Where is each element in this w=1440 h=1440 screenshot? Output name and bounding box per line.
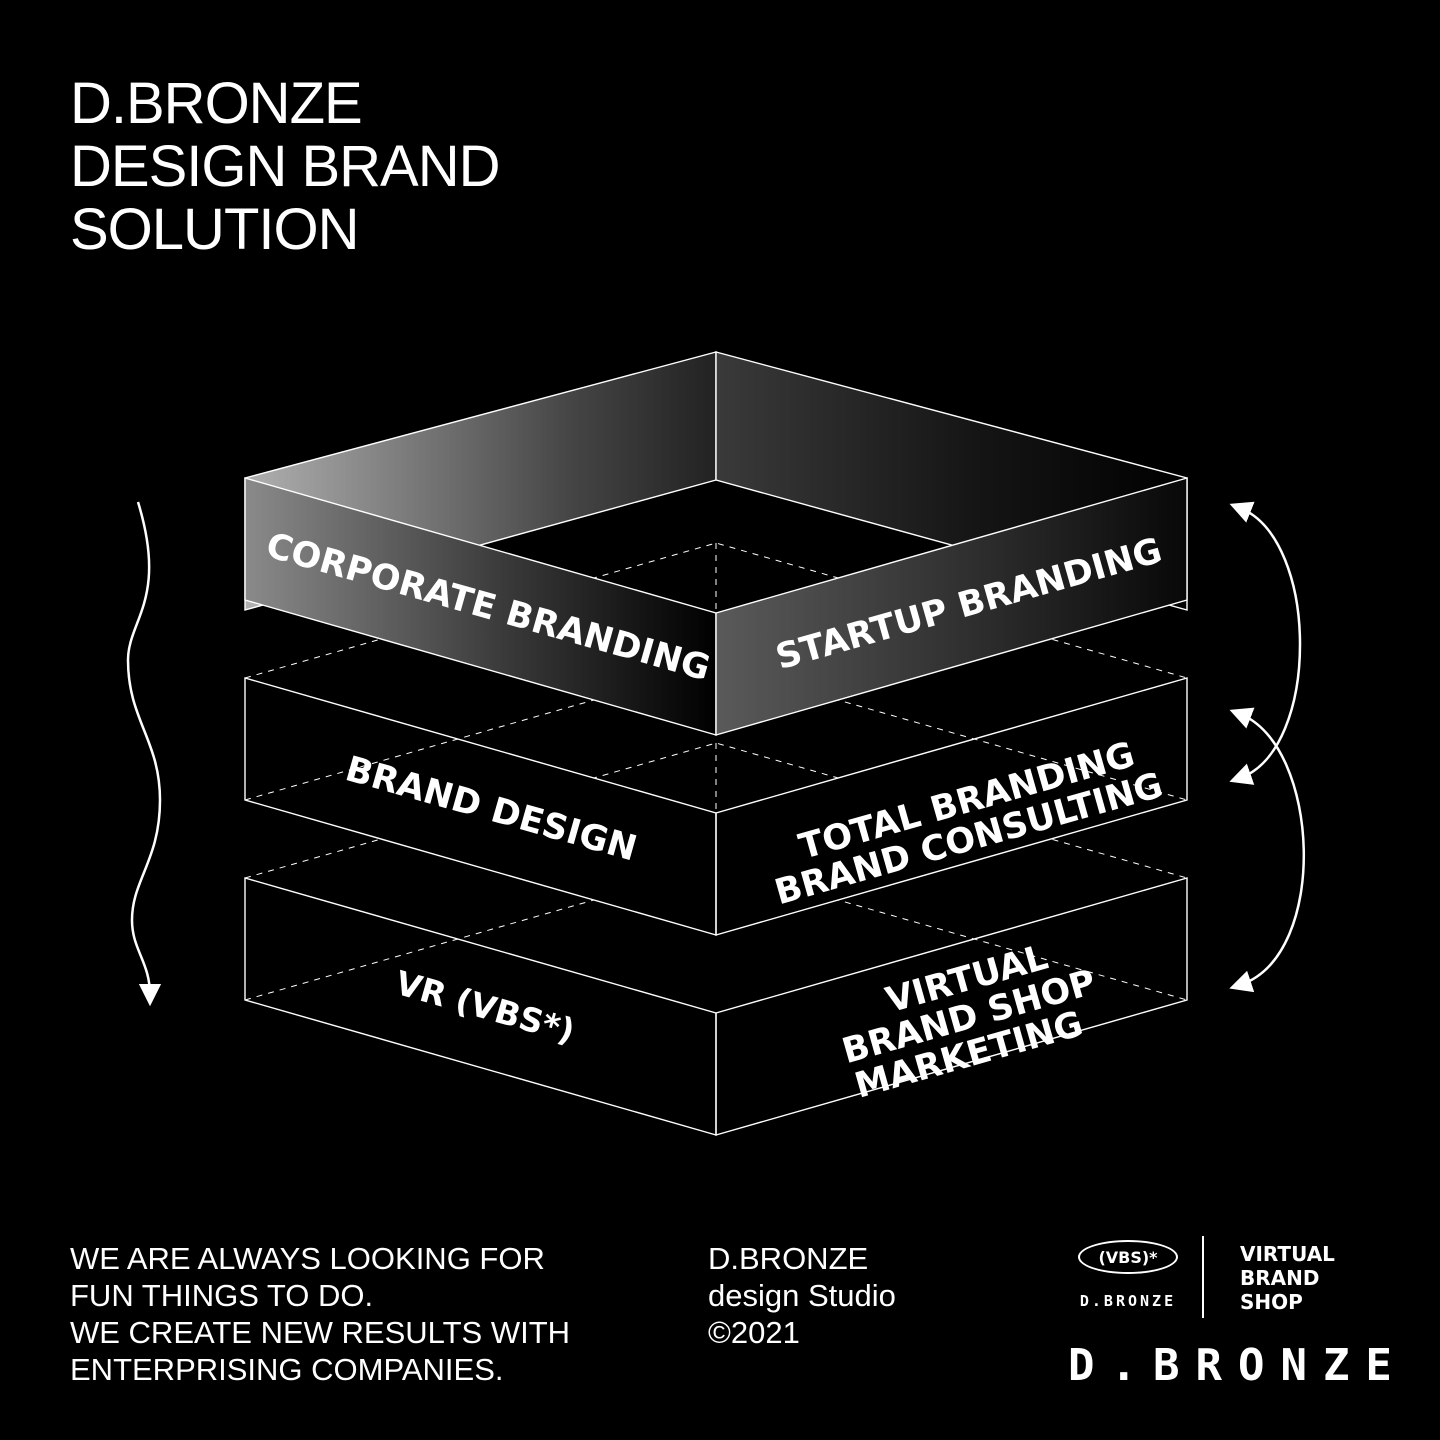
tagline-line-3: WE CREATE NEW RESULTS WITH	[70, 1315, 571, 1350]
vbs-title-line-1: VIRTUAL	[1240, 1242, 1335, 1266]
curved-double-arrow-bottom-icon	[1229, 707, 1305, 993]
vbs-small-wordmark: D.BRONZE	[1079, 1292, 1177, 1310]
curved-double-arrow-top-icon	[1229, 501, 1302, 785]
vbs-logo: (VBS)* D.BRONZE	[1068, 1240, 1188, 1310]
tagline-line-2: FUN THINGS TO DO.	[70, 1278, 374, 1313]
headline-line-1: D.BRONZE	[70, 71, 363, 136]
tagline-line-1: WE ARE ALWAYS LOOKING FOR	[70, 1241, 545, 1276]
footer-tagline: WE ARE ALWAYS LOOKING FOR FUN THINGS TO …	[70, 1240, 570, 1388]
brand-wordmark: D.BRONZE	[1068, 1340, 1408, 1391]
studio-line-2: design Studio	[708, 1278, 896, 1313]
headline-line-3: SOLUTION	[70, 197, 359, 262]
tagline-line-4: ENTERPRISING COMPANIES.	[70, 1352, 504, 1387]
studio-line-3: ©2021	[708, 1315, 800, 1350]
headline: D.BRONZE DESIGN BRAND SOLUTION	[70, 71, 501, 262]
footer-studio: D.BRONZE design Studio ©2021	[708, 1240, 896, 1351]
vbs-title-line-3: SHOP	[1240, 1290, 1303, 1314]
vbs-title-line-2: BRAND	[1240, 1266, 1320, 1290]
vbs-title: VIRTUAL BRAND SHOP	[1240, 1242, 1335, 1314]
headline-line-2: DESIGN BRAND	[70, 134, 501, 199]
top-layer	[244, 351, 1188, 736]
logo-block: (VBS)* D.BRONZE VIRTUAL BRAND SHOP D.BRO…	[1060, 1232, 1392, 1391]
wavy-down-arrow-icon	[126, 501, 162, 1007]
logo-divider	[1202, 1236, 1204, 1318]
vbs-oval-mark: (VBS)*	[1078, 1240, 1178, 1274]
studio-line-1: D.BRONZE	[708, 1241, 869, 1276]
